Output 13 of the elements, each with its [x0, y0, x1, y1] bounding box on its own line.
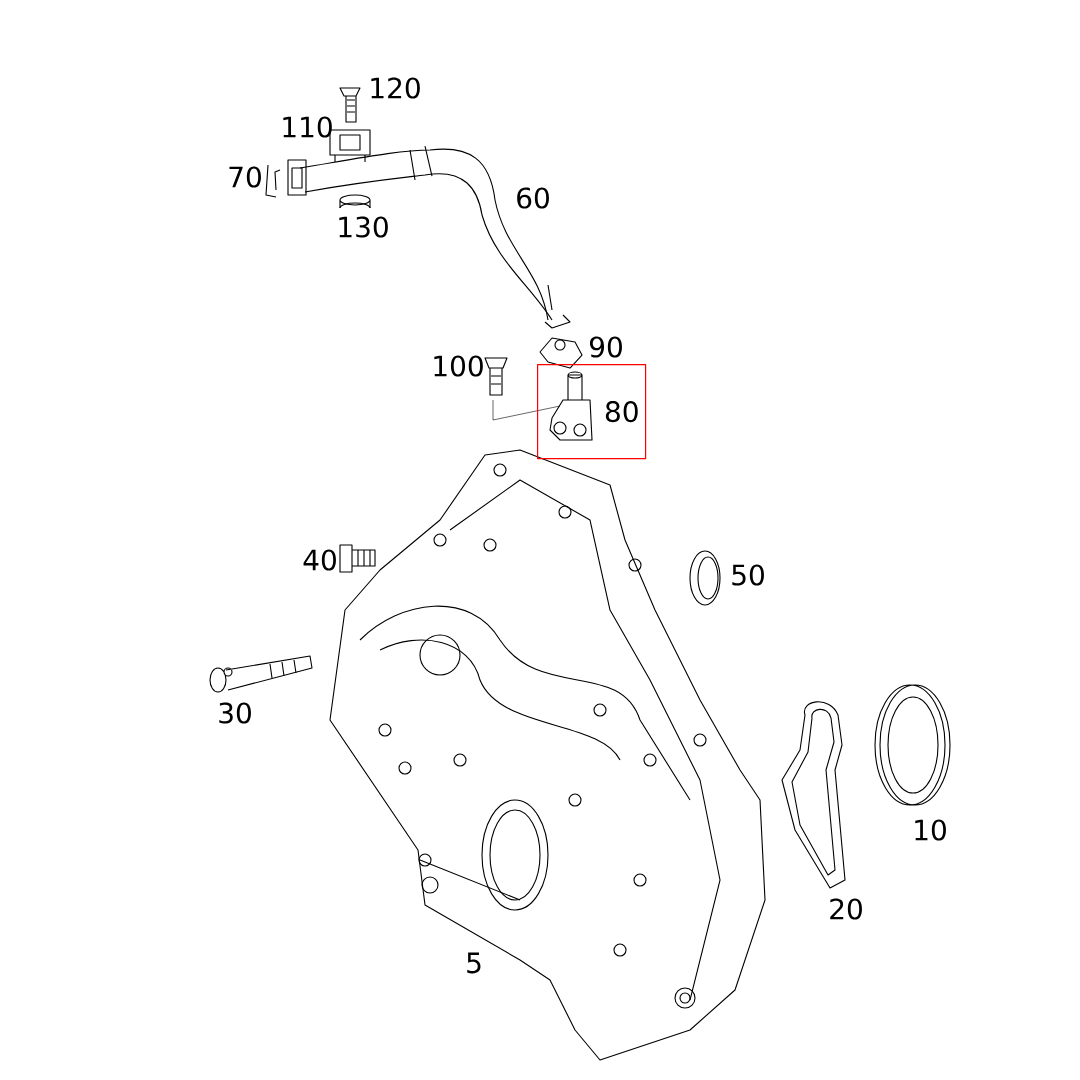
- callout-number: 70: [229, 166, 261, 188]
- callout-number: 40: [303, 549, 336, 571]
- callout-number: 110: [283, 116, 332, 138]
- callout-number: 130: [339, 216, 388, 238]
- callout-number: 20: [830, 898, 862, 920]
- callout-number: 5: [467, 952, 481, 974]
- callout-number: 60: [517, 187, 549, 209]
- callout-number: 10: [915, 819, 946, 841]
- callout-number: 30: [219, 702, 251, 724]
- callout-number: 100: [434, 355, 483, 377]
- callout-number: 50: [732, 564, 764, 586]
- callout-number: 120: [371, 77, 420, 99]
- highlight-box: 80: [537, 364, 647, 460]
